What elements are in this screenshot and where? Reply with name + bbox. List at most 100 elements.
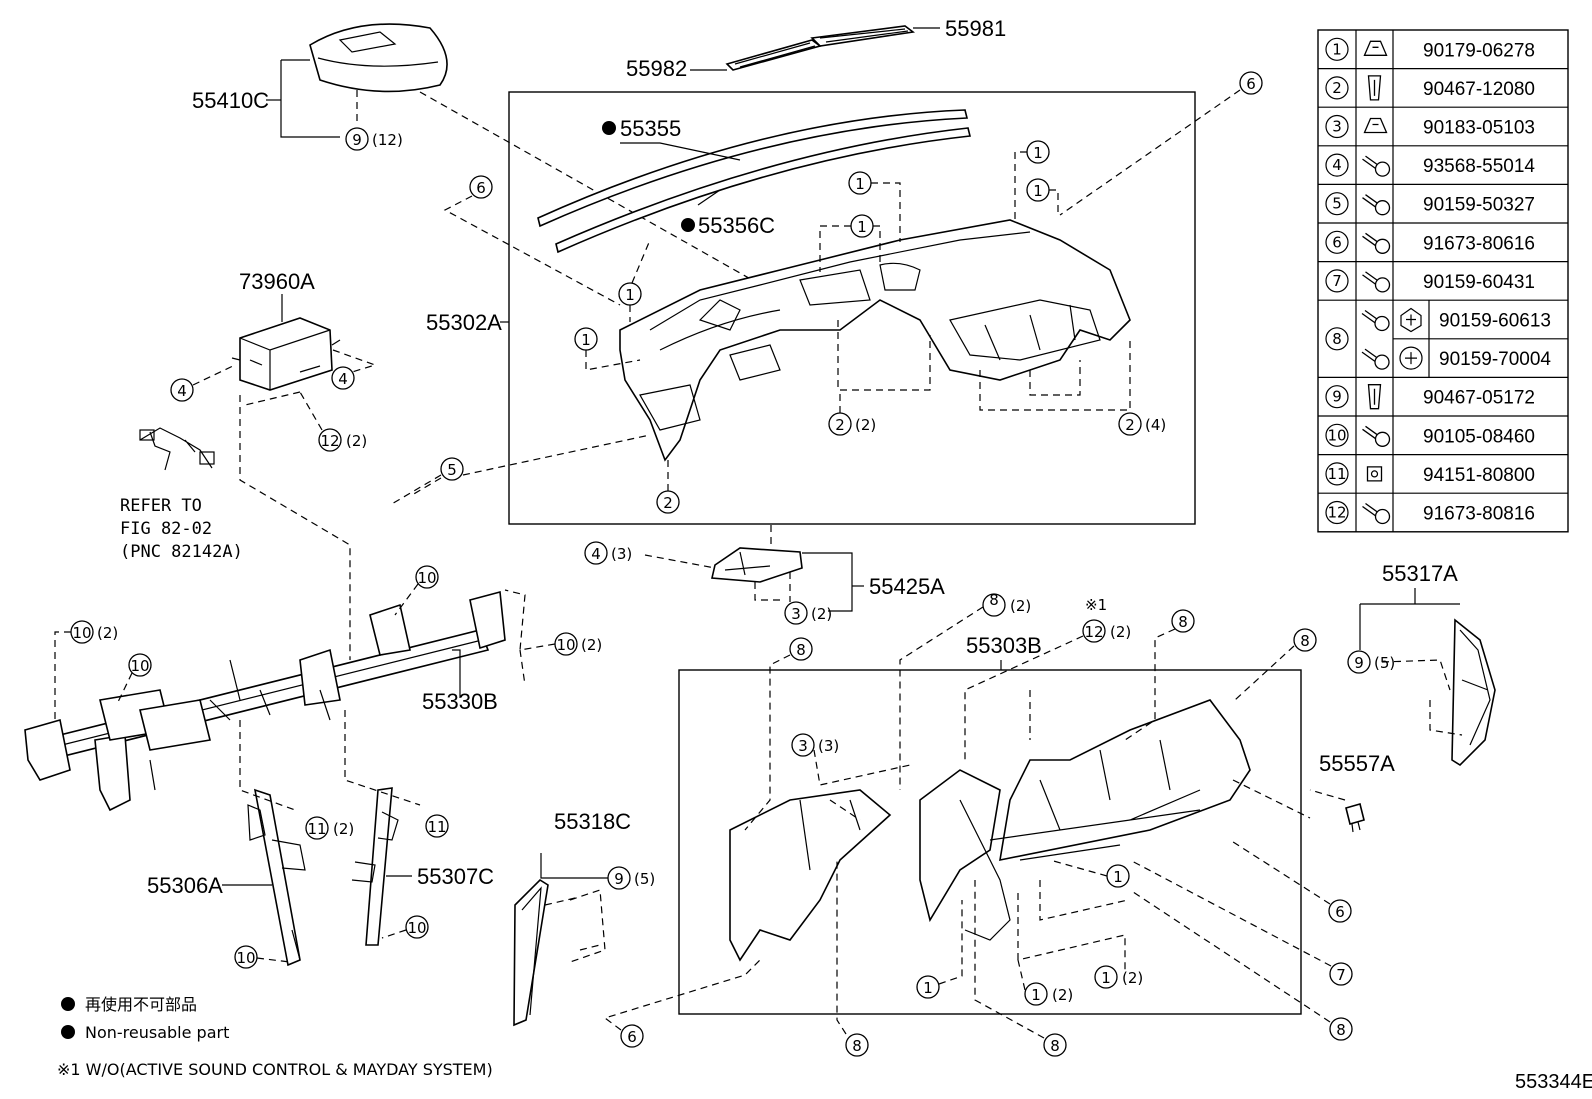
instrument-panel-box [508,91,1196,525]
callout-1-f: 1 [581,331,591,349]
note-mark-1: ※1 [1085,596,1107,614]
callout-11-a: 11 [307,820,326,838]
table-row-number-circle [1325,269,1349,293]
callout-8-c: 8 [1178,613,1188,631]
callout-10-a-qty: (2) [97,624,118,642]
callout-1-b: 1 [1033,182,1043,200]
brace-55306A [247,788,306,967]
label-55317A: 55317A [1382,561,1458,586]
label-55307C: 55307C [417,864,494,889]
fastener-icon [1363,117,1388,134]
defroster-nozzle-55982 [725,39,822,71]
table-row-number: 2 [1332,79,1342,97]
figure-id: 553344E [1515,1071,1592,1093]
callout-12-a-qty: (2) [346,432,367,450]
callout-8-b-qty: (2) [1010,597,1031,615]
bracket-55425A [711,547,803,583]
callout-5-a: 5 [447,461,457,479]
table-part-number: 94151-80800 [1423,465,1535,486]
callout-4-c-qty: (3) [611,545,632,563]
defroster-nozzle-55981 [810,25,916,47]
reinforcement-55303B [729,699,1251,962]
callout-11-b: 11 [427,818,446,836]
module-73960A [231,317,341,391]
callout-9-a-qty: (12) [372,131,403,149]
callout-10-c: 10 [417,569,436,587]
table-row-number-circle [1325,462,1349,486]
table-row-number: 4 [1332,156,1342,174]
bolt-head-icon [1374,238,1391,254]
table-row-number-circle [1325,76,1349,100]
table-row-number: 3 [1332,118,1342,136]
callout-1-c: 1 [855,175,865,193]
bolt-head-icon [1374,508,1391,525]
table-row-number: 1 [1332,40,1342,58]
callout-1-i-qty: (2) [1052,986,1073,1004]
callout-1-i: 1 [1031,986,1041,1004]
meter-hood-55410C [309,23,448,93]
label-55302A: 55302A [426,310,502,335]
callout-1-e: 1 [625,286,635,304]
fastener-icon [1367,384,1382,410]
table-part-number: 90159-50327 [1423,195,1535,216]
bolt-head-icon [1374,277,1391,293]
label-55303B: 55303B [966,633,1042,658]
callout-11-a-qty: (2) [333,820,354,838]
fastener-icon [1363,40,1388,56]
callout-4-c: 4 [591,545,601,563]
legend-jp: 再使用不可部品 [85,995,197,1014]
table-row-number-circle [1325,153,1349,177]
hex-head-icon [1400,307,1422,333]
callout-9-b-qty: (5) [634,870,655,888]
table-part-number: 91673-80816 [1423,504,1535,525]
callout-9-c: 9 [1354,654,1364,672]
table-row-number: 6 [1332,233,1342,251]
callout-8-g: 8 [1336,1021,1346,1039]
label-55355: 55355 [620,116,681,141]
callout-6-c: 6 [1335,903,1345,921]
fastener-icon [1366,466,1383,482]
callout-12-a: 12 [320,432,339,450]
table-row-number: 8 [1332,330,1342,348]
callout-10-d-qty: (2) [581,636,602,654]
table-row-number: 10 [1327,426,1346,444]
callout-6-d: 6 [627,1028,637,1046]
label-55557A: 55557A [1319,751,1395,776]
table-row-number: 5 [1332,195,1342,213]
reinforcement-55330B [24,590,506,812]
table-part-number: 90183-05103 [1423,118,1535,139]
bolt-head-icon [1374,200,1391,216]
brace-55307C [351,787,399,946]
table-part-number: 91673-80616 [1423,233,1535,254]
callout-10-e: 10 [407,919,426,937]
callout-1-j-qty: (2) [1122,969,1143,987]
bolt-head-icon [1374,431,1391,447]
table-part-number: 93568-55014 [1423,156,1535,177]
lower-reinforcement-box [678,669,1302,1015]
callout-9-c-qty: (5) [1374,654,1395,672]
refer-line-2: FIG 82-02 [120,519,212,539]
callout-8-d: 8 [1300,632,1310,650]
table-row-number-circle [1325,230,1349,254]
callout-8-f: 8 [1050,1037,1060,1055]
callout-2-c: 2 [1125,416,1135,434]
callout-10-d: 10 [556,636,575,654]
refer-line-1: REFER TO [120,496,202,516]
bolt-head-icon [1374,315,1390,332]
callout-1-d: 1 [857,218,867,236]
callout-10-b: 10 [130,657,149,675]
table-row-number-circle [1325,500,1349,525]
callout-3-b-qty: (3) [818,737,839,755]
legend-en: Non-reusable part [85,1023,229,1042]
label-55330B: 55330B [422,689,498,714]
callout-1-h: 1 [923,979,933,997]
callout-7-a: 7 [1336,966,1346,984]
refer-line-3: (PNC 82142A) [120,542,243,562]
side-cover-55317A [1451,618,1496,767]
label-55981: 55981 [945,16,1006,41]
table-row-number: 9 [1332,388,1342,406]
callout-8-e: 8 [852,1037,862,1055]
label-55318C: 55318C [554,809,631,834]
table-row-number-circle [1325,385,1349,409]
